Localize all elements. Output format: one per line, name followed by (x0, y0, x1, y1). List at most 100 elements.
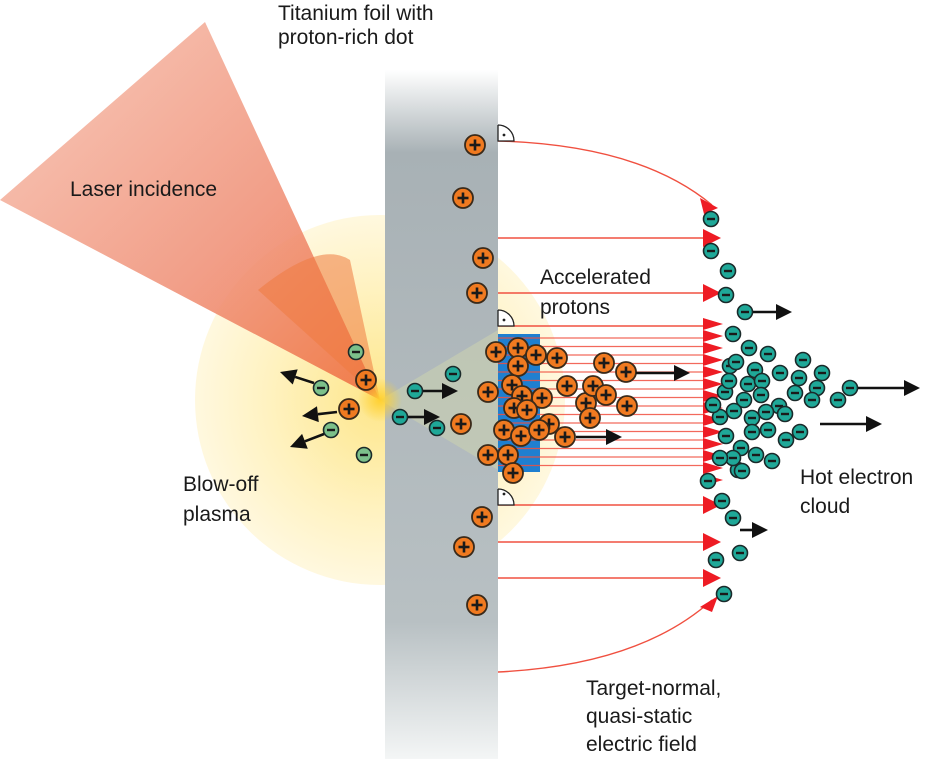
electron (771, 364, 789, 382)
right-angle-icon (497, 309, 515, 327)
field-label-line1: Target-normal, (586, 677, 722, 700)
electron (790, 369, 808, 387)
electron (841, 379, 859, 397)
arrow-right-icon (636, 365, 690, 381)
proton (355, 369, 377, 391)
accelerated-protons-label-line2: protons (540, 296, 611, 319)
electron (752, 386, 770, 404)
electron (719, 262, 737, 280)
proton (497, 444, 519, 466)
proton (595, 384, 617, 406)
electron (391, 408, 409, 426)
electron (731, 544, 749, 562)
proton (466, 594, 488, 616)
hot-electron-label-line1: Hot electron (800, 466, 914, 489)
right-angle-icon (497, 488, 515, 506)
electron (720, 372, 738, 390)
arrow-right-icon (576, 429, 622, 445)
electron (739, 375, 757, 393)
electron (355, 446, 373, 464)
electron (735, 391, 753, 409)
proton (338, 398, 360, 420)
proton (615, 361, 637, 383)
electron (713, 492, 731, 510)
field-arrowhead (700, 198, 718, 214)
electron (707, 551, 725, 569)
field-arrowhead (703, 496, 721, 514)
blow-off-plasma-label-line2: plasma (183, 503, 251, 526)
proton (525, 344, 547, 366)
electron (715, 585, 733, 603)
field-arrowhead (703, 284, 721, 302)
electron (702, 242, 720, 260)
electron (743, 409, 761, 427)
proton (493, 419, 515, 441)
proton (450, 413, 472, 435)
electron (777, 431, 795, 449)
blow-off-plasma-label-line1: Blow-off (183, 473, 259, 496)
arrow-right-icon (302, 406, 338, 423)
electron (312, 379, 330, 397)
arrow-right-icon (740, 522, 768, 538)
field-arrowhead (703, 533, 721, 551)
proton (507, 355, 529, 377)
electron (444, 365, 462, 383)
electron (794, 351, 812, 369)
field-front-sawtooth (703, 318, 723, 486)
proton (501, 374, 523, 396)
hot-electron-label-line2: cloud (800, 495, 851, 518)
electron (803, 391, 821, 409)
proton (453, 536, 475, 558)
arrow-right-icon (820, 416, 882, 432)
foil-label-line1: Titanium foil with (278, 2, 434, 25)
proton (477, 381, 499, 403)
electron (759, 345, 777, 363)
electron (699, 472, 717, 490)
proton (556, 375, 578, 397)
proton (502, 462, 524, 484)
electron (347, 343, 365, 361)
proton (510, 425, 532, 447)
proton (531, 387, 553, 409)
proton (464, 134, 486, 156)
field-arrowhead (700, 596, 718, 612)
electron (736, 303, 754, 321)
arrow-right-icon (423, 383, 458, 399)
proton (593, 352, 615, 374)
field-arrowhead (703, 229, 721, 247)
electron (727, 353, 745, 371)
electron (813, 364, 831, 382)
electron (724, 325, 742, 343)
field-line (497, 140, 713, 206)
electron (711, 449, 729, 467)
electron (747, 446, 765, 464)
electron (757, 403, 775, 421)
transmission-cone (380, 330, 498, 470)
proton (616, 395, 638, 417)
arrow-right-icon (858, 380, 920, 396)
electron (753, 372, 771, 390)
electron (725, 402, 743, 420)
electron (791, 423, 809, 441)
field-arrowhead (703, 569, 721, 587)
proton (471, 506, 493, 528)
accelerated-protons-label-line1: Accelerated (540, 266, 651, 289)
electron (702, 210, 720, 228)
field-line (497, 599, 713, 673)
electron (733, 462, 751, 480)
proton (466, 282, 488, 304)
laser-label: Laser incidence (70, 178, 218, 201)
arrow-right-icon (408, 409, 440, 425)
arrow-right-icon (280, 369, 315, 385)
proton (554, 426, 576, 448)
proton (472, 247, 494, 269)
proton (485, 341, 507, 363)
electron (717, 286, 735, 304)
proton (507, 337, 529, 359)
electron (322, 421, 340, 439)
proton (477, 444, 499, 466)
electron (776, 405, 794, 423)
proton (516, 399, 538, 421)
arrow-right-icon (753, 304, 792, 320)
